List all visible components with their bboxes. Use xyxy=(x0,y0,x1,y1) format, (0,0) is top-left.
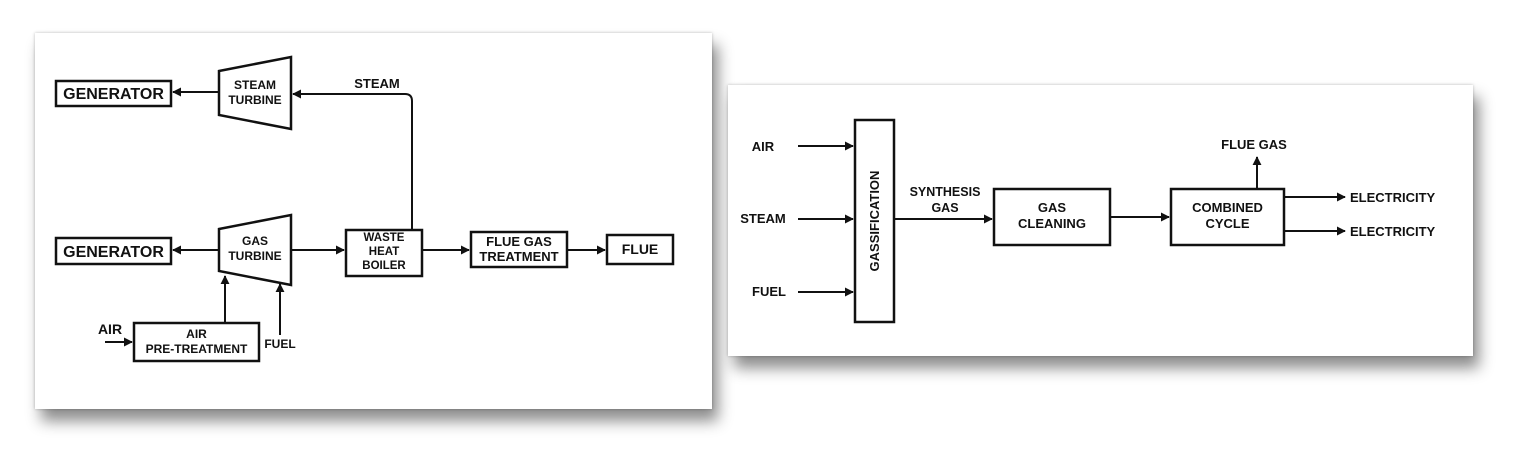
gasification-diagram: AIR STEAM FUEL GASSIFICATION SYNTHESIS G… xyxy=(740,118,1436,324)
waste-heat-boiler-box xyxy=(344,228,424,278)
gassification-box xyxy=(853,118,896,324)
synthesis-gas-label-line2: GAS xyxy=(931,201,958,215)
steam-turbine-label-line2: TURBINE xyxy=(228,93,281,107)
synthesis-gas-label-line1: SYNTHESIS xyxy=(910,185,981,199)
generator-bottom-box xyxy=(54,236,173,266)
combined-cycle-label-line2: CYCLE xyxy=(1205,216,1249,231)
waste-heat-boiler-label-line2: HEAT xyxy=(369,246,399,258)
gas-turbine-label-line2: TURBINE xyxy=(228,249,281,263)
steam-input-label: STEAM xyxy=(740,211,786,226)
fuel-input-label: FUEL xyxy=(264,337,295,351)
combined-cycle-box xyxy=(1169,187,1286,247)
steam-turbine-label-line1: STEAM xyxy=(234,78,276,92)
fuel-input-label: FUEL xyxy=(752,284,786,299)
steam-label: STEAM xyxy=(354,76,400,91)
air-input-label: AIR xyxy=(752,139,775,154)
gassification-label: GASSIFICATION xyxy=(867,171,882,272)
flue-label: FLUE xyxy=(622,241,659,257)
generator-top-box xyxy=(54,79,173,108)
gas-turbine-label-line1: GAS xyxy=(242,234,268,248)
generator-bottom-label: GENERATOR xyxy=(63,244,164,261)
flue-gas-label: FLUE GAS xyxy=(1221,137,1287,152)
power-plant-diagram: GENERATOR STEAM TURBINE STEAM GENERATOR … xyxy=(54,55,675,363)
gas-cleaning-label-line1: GAS xyxy=(1038,200,1067,215)
air-pretreatment-box xyxy=(132,321,261,363)
air-pretreatment-label-line1: AIR xyxy=(186,327,207,341)
flue-gas-treatment-label-line2: TREATMENT xyxy=(479,249,558,264)
air-pretreatment-label-line2: PRE-TREATMENT xyxy=(146,342,248,356)
generator-top-label: GENERATOR xyxy=(63,86,164,103)
flue-box xyxy=(605,233,675,266)
air-input-label: AIR xyxy=(98,321,122,337)
electricity-label-1: ELECTRICITY xyxy=(1350,190,1436,205)
gas-cleaning-box xyxy=(992,187,1112,247)
power-plant-diagram-panel: GENERATOR STEAM TURBINE STEAM GENERATOR … xyxy=(35,33,712,409)
flue-gas-treatment-label-line1: FLUE GAS xyxy=(486,234,552,249)
steam-turbine-shape xyxy=(217,55,293,131)
waste-heat-boiler-label-line1: WASTE xyxy=(364,232,405,244)
combined-cycle-label-line1: COMBINED xyxy=(1192,200,1263,215)
gasification-diagram-panel: AIR STEAM FUEL GASSIFICATION SYNTHESIS G… xyxy=(728,85,1473,356)
electricity-label-2: ELECTRICITY xyxy=(1350,224,1436,239)
gas-turbine-shape xyxy=(217,213,293,287)
waste-heat-boiler-label-line3: BOILER xyxy=(362,260,406,272)
boiler-steam-to-steam-turbine-arrow xyxy=(292,89,413,230)
gas-cleaning-label-line2: CLEANING xyxy=(1018,216,1086,231)
